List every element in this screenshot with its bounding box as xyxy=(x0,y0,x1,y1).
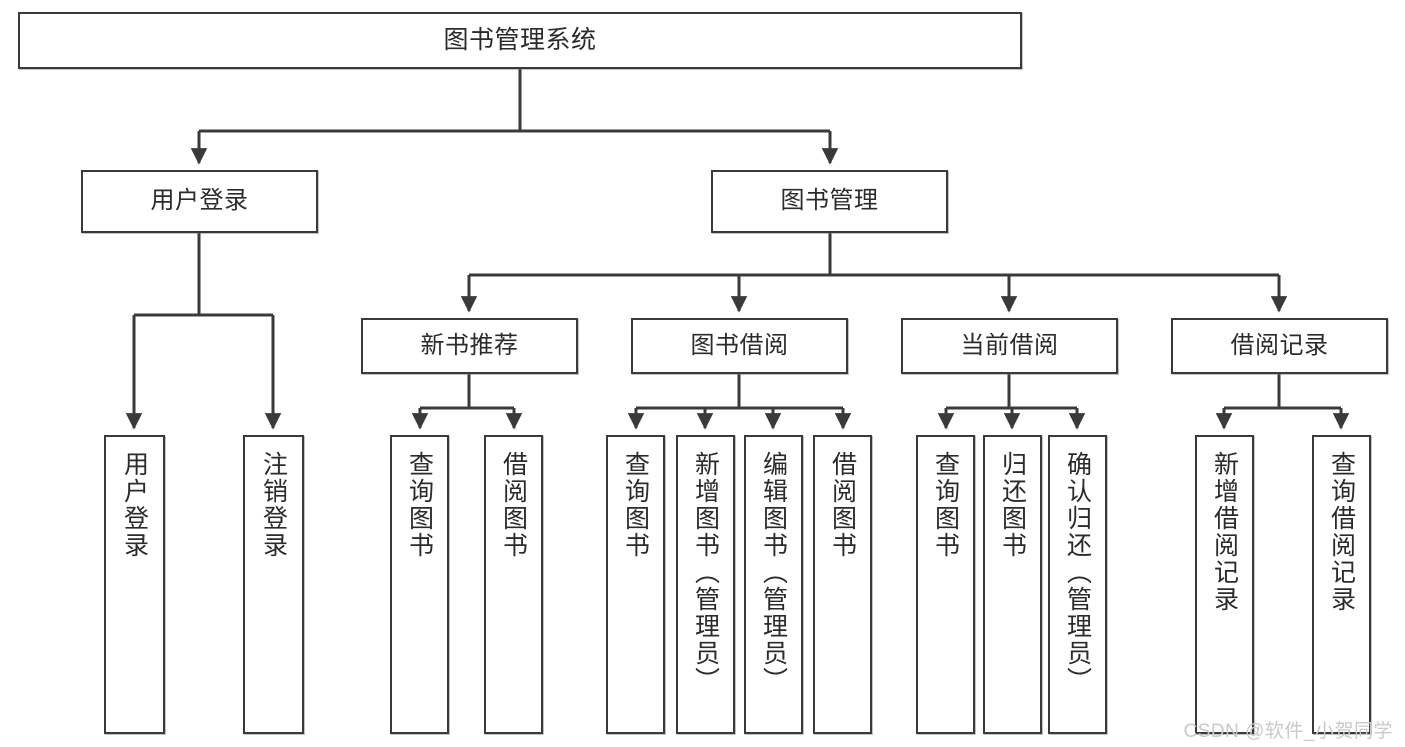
node-label: 借阅图书 xyxy=(828,451,857,559)
node-label: 查询图书 xyxy=(621,451,650,559)
node-label: 新增图书（管理员） xyxy=(691,451,720,694)
node-current-borrow[interactable]: 当前借阅 xyxy=(901,318,1118,374)
node-label: 图书管理系统 xyxy=(443,25,597,54)
node-label: 查询图书 xyxy=(931,451,960,559)
node-label: 查询图书 xyxy=(405,451,434,559)
node-book-borrow[interactable]: 图书借阅 xyxy=(631,318,848,374)
leaf-query-book-recommend[interactable]: 查询图书 xyxy=(390,435,449,734)
csdn-watermark: CSDN @软件_小贺同学 xyxy=(1183,721,1393,742)
leaf-confirm-return[interactable]: 确认归还（管理员） xyxy=(1048,435,1107,734)
node-label: 图书借阅 xyxy=(690,331,789,359)
leaf-query-book-borrow[interactable]: 查询图书 xyxy=(606,435,665,734)
node-label: 用户登录 xyxy=(150,187,249,215)
node-user-login[interactable]: 用户登录 xyxy=(81,170,318,233)
node-label: 编辑图书（管理员） xyxy=(759,451,788,694)
leaf-query-borrow-record[interactable]: 查询借阅记录 xyxy=(1312,435,1371,734)
node-book-manage[interactable]: 图书管理 xyxy=(711,170,948,233)
node-label: 查询借阅记录 xyxy=(1327,451,1356,613)
node-label: 新书推荐 xyxy=(420,331,519,359)
node-label: 图书管理 xyxy=(780,187,879,215)
node-root-system[interactable]: 图书管理系统 xyxy=(18,12,1022,69)
node-label: 注销登录 xyxy=(259,451,288,559)
node-label: 借阅记录 xyxy=(1230,331,1329,359)
leaf-borrow-book[interactable]: 借阅图书 xyxy=(813,435,872,734)
node-label: 借阅图书 xyxy=(499,451,528,559)
leaf-logout-login[interactable]: 注销登录 xyxy=(243,435,304,734)
leaf-query-book-current[interactable]: 查询图书 xyxy=(916,435,975,734)
leaf-user-login[interactable]: 用户登录 xyxy=(104,435,165,734)
node-new-book-recommend[interactable]: 新书推荐 xyxy=(361,318,578,374)
node-borrow-record[interactable]: 借阅记录 xyxy=(1171,318,1388,374)
node-label: 当前借阅 xyxy=(960,331,1059,359)
leaf-edit-book[interactable]: 编辑图书（管理员） xyxy=(744,435,803,734)
node-label: 归还图书 xyxy=(998,451,1027,559)
node-label: 新增借阅记录 xyxy=(1210,451,1239,613)
leaf-borrow-book-recommend[interactable]: 借阅图书 xyxy=(484,435,543,734)
leaf-add-borrow-record[interactable]: 新增借阅记录 xyxy=(1195,435,1254,734)
node-label: 用户登录 xyxy=(120,451,149,559)
leaf-return-book[interactable]: 归还图书 xyxy=(983,435,1042,734)
leaf-add-book[interactable]: 新增图书（管理员） xyxy=(676,435,735,734)
node-label: 确认归还（管理员） xyxy=(1063,451,1092,694)
